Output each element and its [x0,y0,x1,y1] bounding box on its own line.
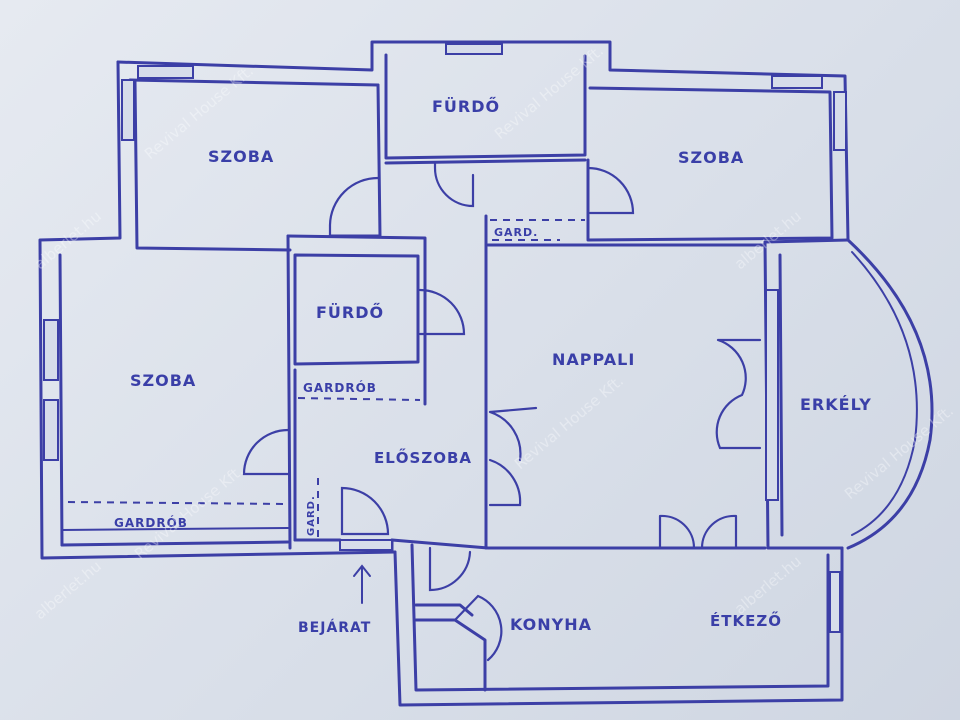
door-kitchen-hall [428,546,472,592]
label-living: NAPPALI [552,350,635,369]
label-room-top-right: SZOBA [678,148,744,167]
label-wardrobe-left: GARDRÓB [114,515,188,530]
watermark-site-4: alberlet.hu [731,552,805,618]
door-bath-mid [418,288,466,336]
wall-room-left-bottom [60,540,290,547]
watermark-site-3: alberlet.hu [31,557,105,623]
entrance-arrow [353,564,371,604]
wall-room-tl-right [328,83,382,238]
dash-gardrob-left [67,501,289,505]
wall-living-bottom [390,538,767,550]
window-living-balcony [765,289,779,501]
window-left-upper [121,79,135,141]
door-room-tr [586,166,635,215]
wall-room-tr [586,86,834,242]
wardrobe-lines [67,219,585,540]
outer-walls [38,40,850,707]
window-bath-top [445,43,503,55]
window-left-lower [43,399,59,461]
label-wardrobe-small: GARD. [494,226,538,239]
door-living-balcony [715,338,762,450]
watermark-brand-2: Revival House Kft. [491,42,607,143]
wall-room-left-bottom-2 [61,527,289,531]
door-room-tl [328,176,380,238]
room-labels: SZOBA FÜRDŐ SZOBA GARD. FÜRDŐ NAPPALI SZ… [114,96,872,636]
label-wardrobe-vertical: GARD. [306,495,317,536]
door-living-kitchen [658,514,738,550]
door-entrance [340,486,390,536]
window-left-mid [43,319,59,381]
dash-gardrob-mid [297,397,421,401]
label-entrance: BEJÁRAT [298,619,371,636]
doors [242,161,762,662]
label-wardrobe-mid: GARDRÓB [303,380,377,395]
wall-bath-top [384,53,587,160]
wall-kitchen-inner [410,543,830,692]
door-pantry [453,594,503,662]
watermark-brand-3: Revival House Kft. [131,462,247,563]
door-living-hall [488,406,538,507]
wall-bath-mid-left [286,234,292,550]
arrow-head [353,564,371,577]
entrance-threshold [339,539,393,551]
label-kitchen: KONYHA [510,615,592,634]
wall-bath-mid-box [293,253,420,366]
wall-right-inner [778,253,784,537]
label-room-top-left: SZOBA [208,147,274,166]
wall-room-tl [133,80,292,252]
wall-kitchen-pantry-2 [414,603,474,617]
windows [43,43,847,633]
door-bath-top [433,161,475,208]
label-bath-mid: FÜRDŐ [316,302,384,322]
label-hall: ELŐSZOBA [374,447,472,467]
window-right-upper [833,91,847,151]
wall-kitchen-pantry [414,618,487,692]
balcony-curve-inner [851,251,918,536]
wall-top-inner [128,78,380,87]
wall-left-inner [58,253,64,547]
label-balcony: ERKÉLY [800,395,872,414]
wall-kitchen-outer [393,546,844,707]
balcony-curve [846,238,934,550]
wall-bath-top-2 [384,158,587,165]
label-bath-top: FÜRDŐ [432,96,500,116]
label-dining: ÉTKEZŐ [710,610,782,630]
wall-left [38,60,397,560]
wall-bath-mid-top [286,234,427,406]
window-kitchen-right [829,571,841,633]
watermark-brand-4: Revival House Kft. [511,372,627,473]
door-room-left [242,428,290,476]
wall-top [116,40,850,242]
watermarks: Revival House Kft. Revival House Kft. Re… [31,42,957,623]
window-top-left [137,65,194,79]
window-top-right [771,75,823,89]
balcony-outline [846,238,934,550]
label-room-left: SZOBA [130,371,196,390]
